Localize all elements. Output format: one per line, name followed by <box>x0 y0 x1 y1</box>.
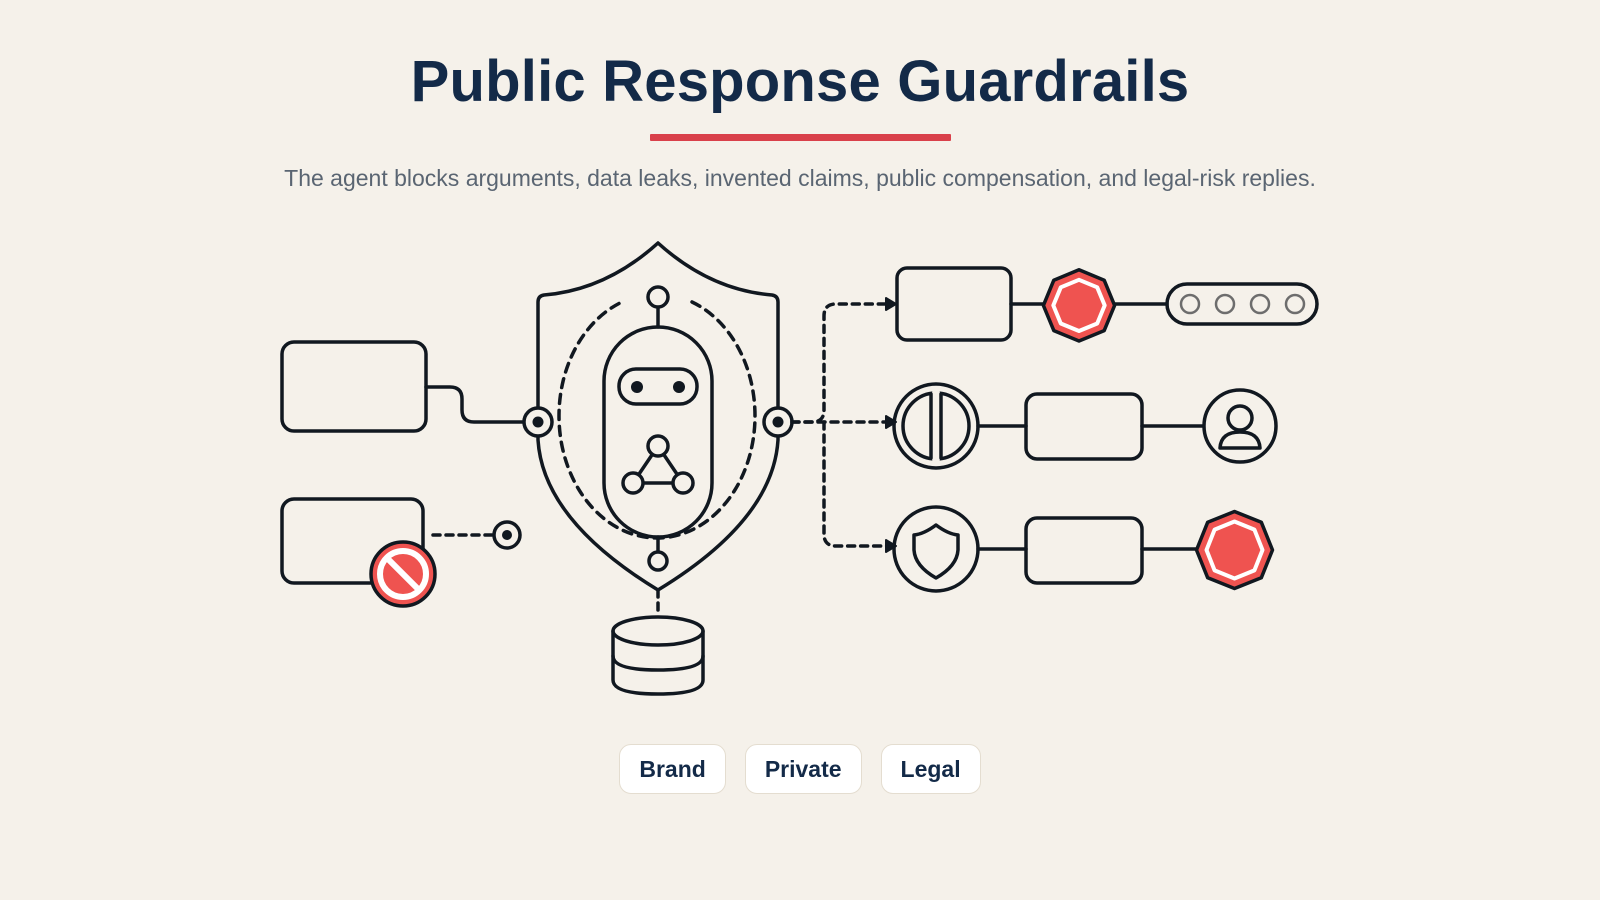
pill-dots-indicator <box>1165 282 1319 326</box>
chip-private[interactable]: Private <box>744 744 862 794</box>
endpoint-dot <box>492 520 522 550</box>
middle-output-box <box>1024 392 1144 461</box>
shield-small-icon <box>912 523 960 580</box>
blocked-input-box <box>280 497 425 585</box>
database-icon <box>611 615 705 696</box>
input-connector <box>424 385 525 424</box>
stop-sign-icon <box>1194 509 1275 591</box>
category-chips: Brand Private Legal <box>0 744 1600 794</box>
prohibited-icon <box>369 540 437 608</box>
arrow-top <box>885 297 897 311</box>
shield-right-port <box>762 406 794 438</box>
top-output-box <box>895 266 1013 342</box>
bottom-output-box <box>1024 516 1144 585</box>
split-circle-icon <box>892 382 980 470</box>
shield-left-port <box>522 406 554 438</box>
user-icon <box>1202 388 1278 464</box>
chip-brand[interactable]: Brand <box>619 744 726 794</box>
shield-inner-orbit <box>557 300 757 540</box>
input-message-box <box>280 340 428 433</box>
arrow-middle <box>885 415 897 429</box>
network-icon <box>621 434 695 495</box>
chip-legal[interactable]: Legal <box>880 744 981 794</box>
stop-sign-icon <box>1041 268 1117 343</box>
page-title: Public Response Guardrails <box>410 49 1190 114</box>
arrow-bottom <box>885 539 897 553</box>
output-branch-top <box>790 302 890 424</box>
robot-icon <box>602 285 714 572</box>
output-branch-bottom <box>822 420 890 548</box>
page-subtitle: The agent blocks arguments, data leaks, … <box>284 165 1316 191</box>
title-underline <box>650 134 951 141</box>
